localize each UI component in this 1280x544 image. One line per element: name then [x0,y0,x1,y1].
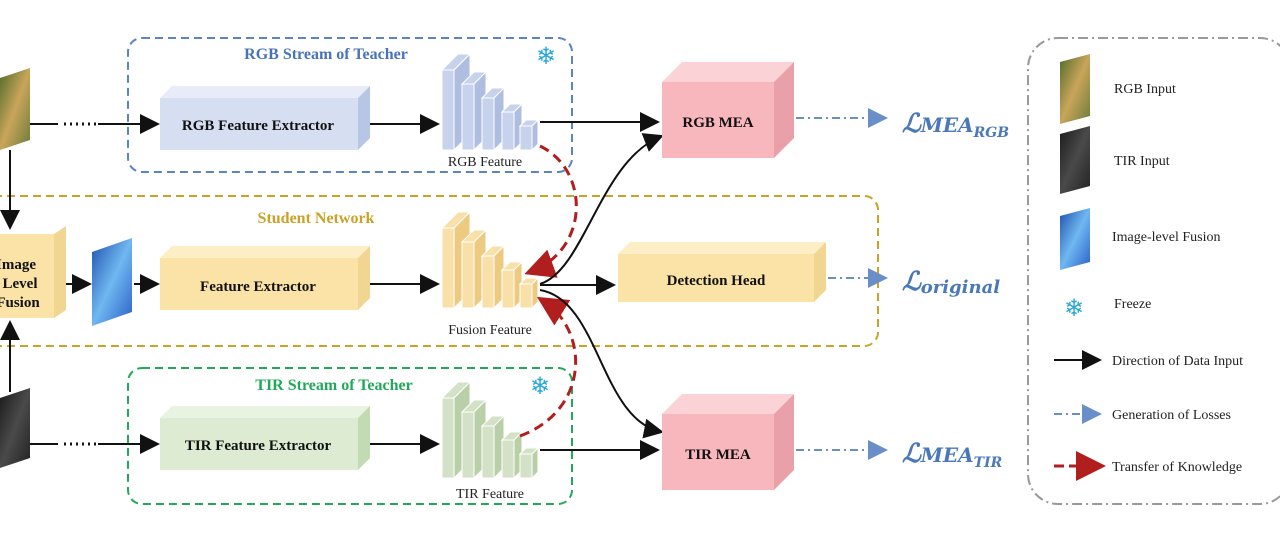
rgb-stream-region [127,37,573,173]
legend-item-losses: Generation of Losses [1054,404,1231,424]
tir-feature-pyramid: TIR Feature [440,380,540,502]
tir-image-icon [1060,126,1090,194]
detection-head-label: Detection Head [667,273,766,289]
loss-mea-rgb: ℒMEARGB [902,109,1009,141]
tir-feature-extractor-block: TIR Feature Extractor [160,406,370,470]
fusion-image-icon [1060,208,1090,270]
student-extractor-label: Feature Extractor [200,279,316,295]
fusion-feature-label: Fusion Feature [448,323,532,338]
snowflake-icon: ❄ [536,44,556,70]
legend-item-fusion: Image-level Fusion [1060,208,1220,270]
image-level-fusion-block: Image Level Fusion [0,226,66,318]
snowflake-icon: ❄ [530,374,550,400]
rgb-mea-label: RGB MEA [682,115,753,131]
legend-item-tir-input: TIR Input [1060,126,1170,194]
tir-stream-region [127,367,573,505]
student-title: Student Network [258,210,375,227]
tir-extractor-label: TIR Feature Extractor [185,438,332,454]
rgb-feature-label: RGB Feature [448,155,522,170]
legend-label-freeze: Freeze [1114,297,1151,312]
fusion-line-1: Image [0,257,36,273]
legend-label-data-input: Direction of Data Input [1112,354,1243,369]
legend-label-losses: Generation of Losses [1112,408,1231,423]
rgb-feature-pyramid: RGB Feature [440,52,540,170]
legend-label-knowledge: Transfer of Knowledge [1112,460,1242,475]
legend-item-freeze: ❄ Freeze [1064,296,1151,322]
detection-head-block: Detection Head [618,242,826,302]
rgb-image-icon [1060,54,1090,124]
legend-item-rgb-input: RGB Input [1060,54,1176,124]
tir-mea-block: TIR MEA [662,394,794,490]
rgb-stream-title: RGB Stream of Teacher [244,46,408,63]
legend-item-data-input: Direction of Data Input [1054,350,1243,370]
tir-image-icon [0,388,30,468]
loss-original: ℒoriginal [902,267,1000,298]
tir-mea-label: TIR MEA [685,447,751,463]
fusion-feature-pyramid: Fusion Feature [440,210,540,338]
rgb-knowledge-transfer-arrow [524,144,578,278]
tir-feature-label: TIR Feature [456,487,524,502]
fusion-line-2: Level [3,276,38,292]
snowflake-icon: ❄ [1064,296,1084,322]
legend-label-fusion: Image-level Fusion [1112,230,1220,245]
rgb-mea-block: RGB MEA [662,62,794,158]
legend-item-knowledge: Transfer of Knowledge [1054,451,1242,481]
student-feature-extractor-block: Feature Extractor [160,246,370,310]
fusion-image-icon [92,238,132,326]
tir-stream-title: TIR Stream of Teacher [255,377,412,394]
rgb-image-icon [0,68,30,150]
rgb-feature-extractor-block: RGB Feature Extractor [160,86,370,150]
rgb-extractor-label: RGB Feature Extractor [182,118,335,134]
tir-knowledge-transfer-arrow [519,296,578,438]
fusion-line-3: Fusion [0,295,40,311]
legend-box [1027,37,1280,505]
legend-label-rgb-input: RGB Input [1114,82,1176,97]
loss-mea-tir: ℒMEATIR [902,439,1002,471]
legend-label-tir-input: TIR Input [1114,154,1170,169]
